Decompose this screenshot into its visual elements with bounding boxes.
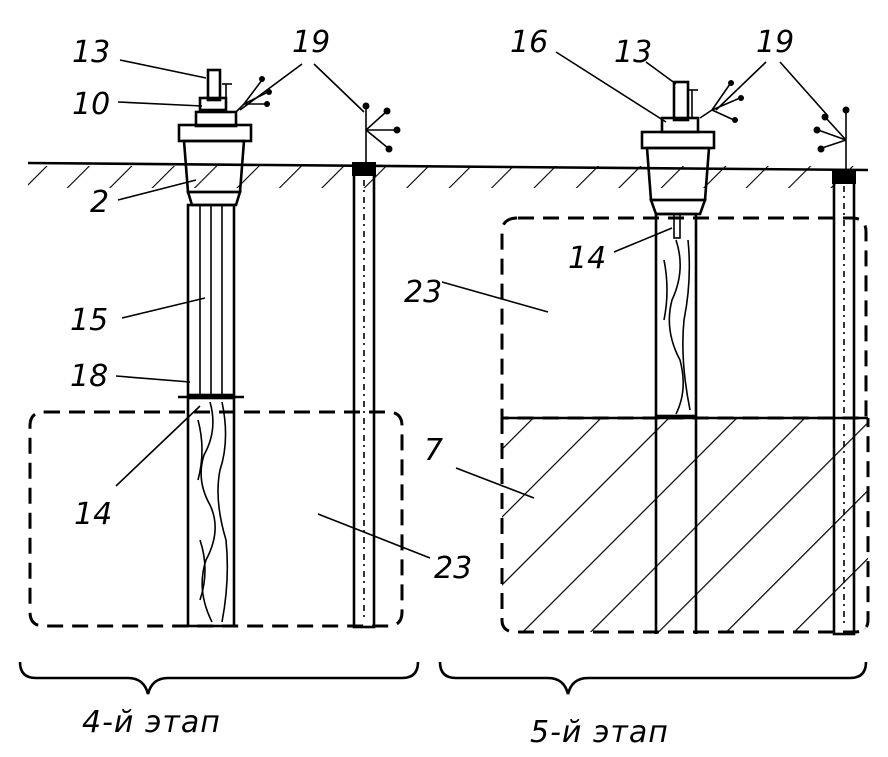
sensor-19-right-b — [813, 106, 850, 170]
fracture-zone-14-right — [654, 212, 698, 418]
fracture-zone-14-left — [186, 396, 236, 628]
ground-hatching — [28, 166, 868, 188]
pipe-13-right — [672, 80, 690, 122]
label-7: 7 — [424, 433, 443, 468]
well-cap-right — [832, 170, 856, 184]
label-15: 15 — [70, 303, 108, 338]
wellhead-flange-right — [640, 130, 716, 150]
flange-upper-left — [194, 110, 238, 128]
label-13-right: 13 — [614, 35, 652, 70]
sensor-19-left-a — [235, 76, 272, 113]
ground — [27, 161, 869, 188]
brace-stage-4 — [18, 661, 420, 695]
fitting-16 — [660, 116, 700, 134]
treatment-zone-23-right — [500, 216, 868, 420]
label-23-right: 23 — [404, 275, 442, 310]
wellhead-flange-left — [177, 123, 253, 143]
stage-5-drawing — [438, 80, 870, 695]
label-14-left: 14 — [74, 497, 112, 532]
sensor-19-right-a — [699, 80, 744, 123]
label-2: 2 — [90, 185, 109, 220]
brace-stage-5 — [438, 661, 868, 695]
treatment-zone-23-left — [28, 410, 404, 628]
consolidated-zone-7 — [502, 418, 868, 632]
label-10: 10 — [72, 87, 110, 122]
stage-5-caption: 5-й этап — [530, 715, 669, 750]
label-19-right: 19 — [756, 25, 794, 60]
label-16: 16 — [510, 25, 548, 60]
label-18: 18 — [70, 359, 108, 394]
sensor-19-left-b — [362, 102, 401, 163]
label-14-right: 14 — [568, 241, 606, 276]
stage-4-caption: 4-й этап — [82, 705, 221, 740]
casing-pipe-15 — [186, 203, 236, 397]
stage-4-drawing — [18, 68, 420, 695]
pipe-13-left — [206, 68, 222, 102]
label-23-left: 23 — [434, 551, 472, 586]
callout-labels: 13 10 19 2 15 18 14 23 16 13 19 14 23 7 — [70, 25, 794, 586]
label-13-left: 13 — [72, 35, 110, 70]
leader-lines — [115, 51, 829, 559]
well-cap-left — [352, 162, 376, 176]
label-19-left: 19 — [292, 25, 330, 60]
